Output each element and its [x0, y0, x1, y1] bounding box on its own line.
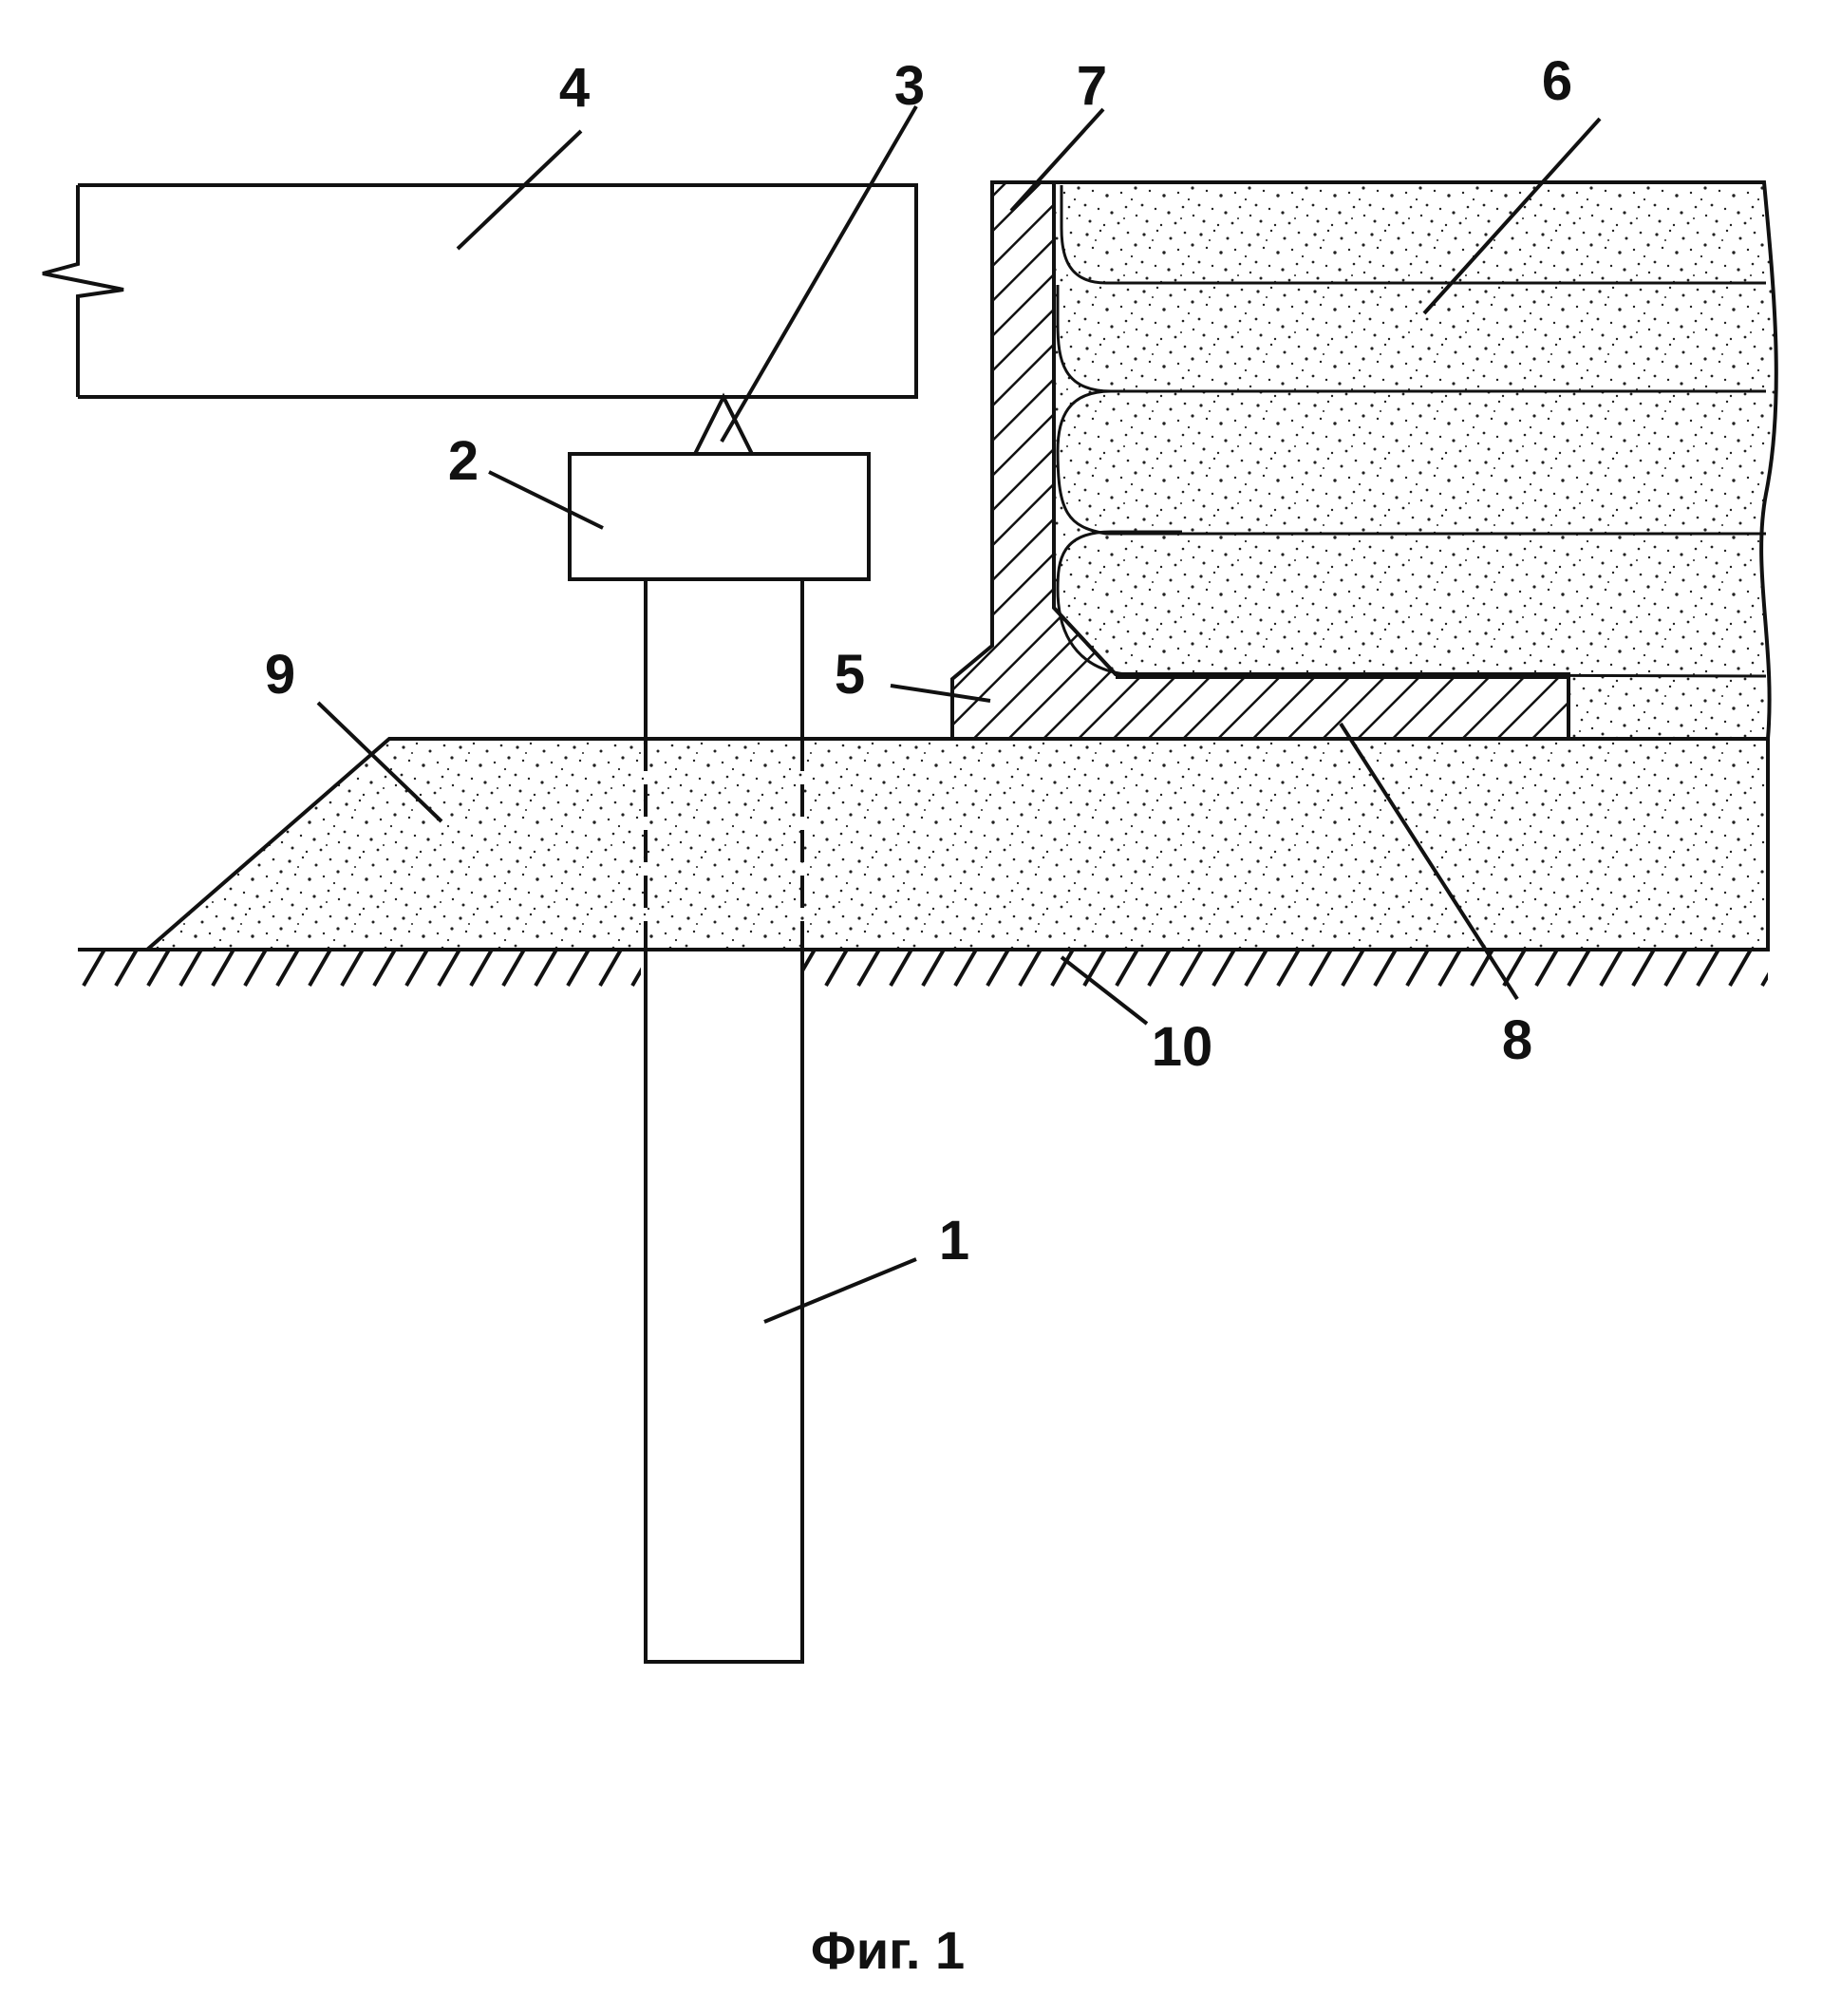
ground-surface — [78, 948, 1768, 991]
label-8: 8 — [1502, 1009, 1532, 1071]
label-2: 2 — [448, 430, 479, 492]
label-3: 3 — [894, 55, 925, 117]
label-10: 10 — [1152, 1016, 1213, 1078]
label-5: 5 — [835, 644, 865, 706]
label-4: 4 — [559, 57, 590, 119]
beam — [43, 185, 916, 397]
label-7: 7 — [1077, 55, 1107, 117]
pile-cap — [570, 454, 869, 579]
label-9: 9 — [265, 644, 295, 706]
label-1: 1 — [939, 1210, 969, 1272]
figure-caption: Фиг. 1 — [811, 1920, 965, 1980]
label-6: 6 — [1542, 50, 1572, 112]
stored-material — [1054, 182, 1776, 739]
